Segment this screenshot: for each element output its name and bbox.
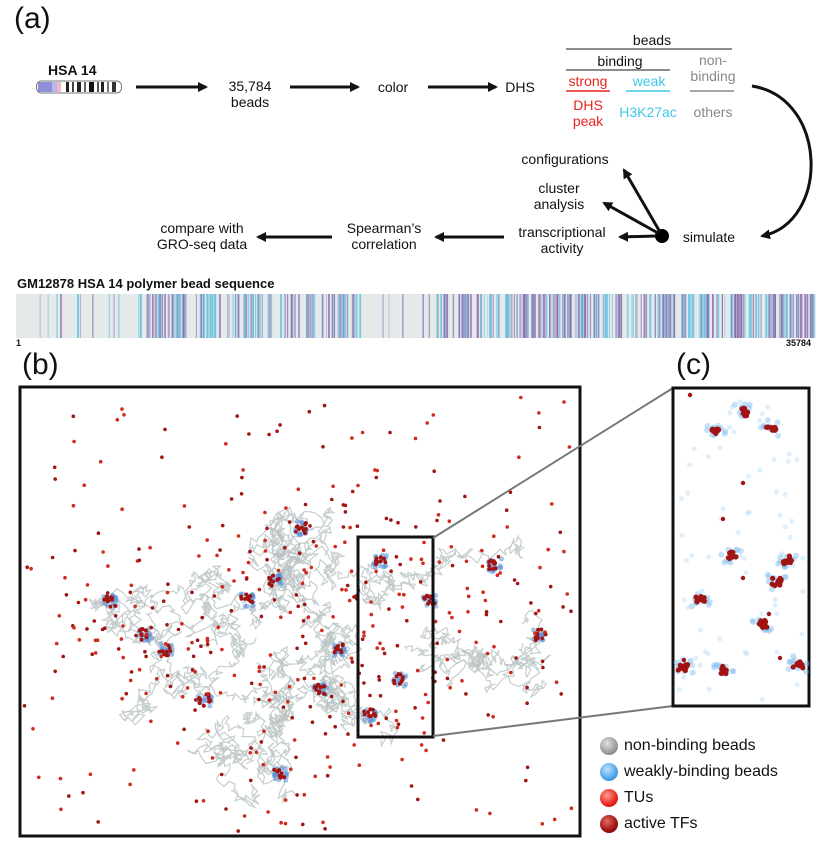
- sequence-start: 1: [16, 338, 22, 348]
- compare-gro-seq-label: compare with GRO-seq data: [156, 220, 248, 252]
- weak-label: weak: [632, 73, 666, 89]
- arrow-to-cluster-analysis: [602, 201, 659, 235]
- transcriptional-activity-label: transcriptional activity: [518, 224, 606, 256]
- arrow-classification-to-simulate: [751, 84, 813, 240]
- bead-sequence-bar: [16, 294, 816, 338]
- chromosome-ideogram-icon: [36, 80, 122, 94]
- arrow-to-configurations: [622, 168, 662, 233]
- dhs-peak-label: DHS peak: [572, 97, 604, 129]
- arrow-to-transcriptional-activity: [618, 231, 657, 242]
- tu-bead-icon: [600, 789, 618, 807]
- panel-b-label: (b): [22, 348, 59, 381]
- sequence-title: GM12878 HSA 14 polymer bead sequence: [17, 276, 275, 291]
- legend-item: TUs: [600, 785, 830, 811]
- legend: non-binding beads weakly-binding beads T…: [600, 733, 830, 837]
- chromosome-label: HSA 14: [48, 62, 97, 78]
- beads-header: beads: [632, 32, 672, 48]
- spearman-label: Spearman’s correlation: [346, 220, 422, 252]
- simulate-label: simulate: [682, 229, 736, 245]
- sequence-end: 35784: [786, 338, 812, 348]
- others-label: others: [693, 104, 733, 120]
- weakly-binding-bead-icon: [600, 763, 618, 781]
- color-step: color: [377, 79, 409, 95]
- beads-count: 35,784 beads: [228, 78, 272, 110]
- legend-item: non-binding beads: [600, 733, 830, 759]
- non-binding-bead-icon: [600, 737, 618, 755]
- legend-item: active TFs: [600, 811, 830, 837]
- dhs-step: DHS: [505, 79, 535, 95]
- panel-c-label: (c): [676, 348, 711, 381]
- cluster-analysis-label: cluster analysis: [533, 180, 585, 212]
- strong-label: strong: [568, 73, 608, 89]
- non-binding-header: non- binding: [690, 52, 736, 84]
- h3k27ac-label: H3K27ac: [619, 104, 677, 120]
- legend-item: weakly-binding beads: [600, 759, 830, 785]
- pipeline-arrows: [136, 48, 813, 243]
- panel-a-label: (a): [14, 2, 51, 35]
- configurations-label: configurations: [521, 151, 609, 167]
- simulate-hub: [655, 229, 669, 243]
- zoom-box: [356, 535, 435, 739]
- active-tf-icon: [600, 815, 618, 833]
- binding-header: binding: [597, 53, 643, 69]
